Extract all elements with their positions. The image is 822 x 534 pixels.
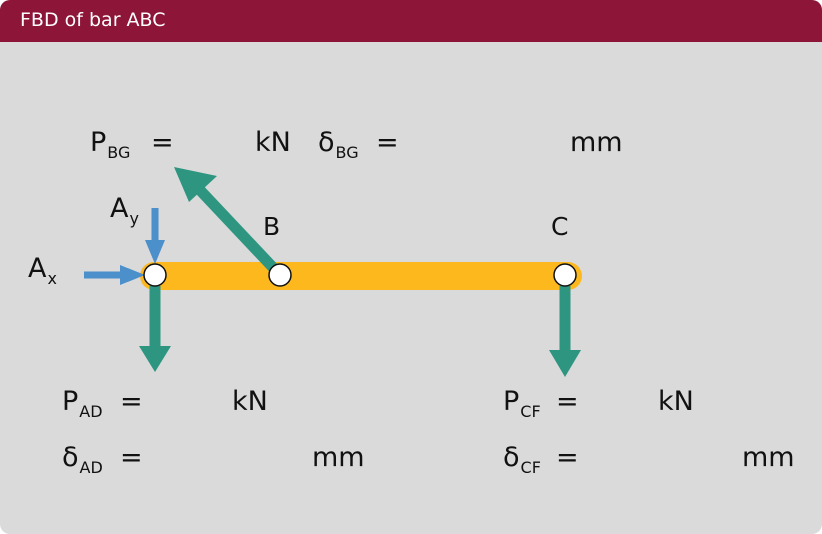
force-bg-arrowhead <box>174 167 217 202</box>
pin-a <box>143 263 167 287</box>
point-label-c: C <box>551 212 569 241</box>
p-cf-equals: = <box>556 386 579 417</box>
delta-cf-equals: = <box>556 442 579 473</box>
delta-bg-unit: mm <box>570 127 623 158</box>
reaction-ax-label: Ax <box>28 253 57 288</box>
force-cf-arrowhead <box>549 350 581 377</box>
p-bg-label: PBG <box>90 127 131 162</box>
reaction-ax-arrowhead <box>120 265 145 285</box>
delta-bg-equals: = <box>376 127 399 158</box>
delta-cf-unit: mm <box>742 442 795 473</box>
reaction-ay-arrowhead <box>145 240 165 264</box>
delta-bg-label: δBG <box>318 127 359 162</box>
p-cf-label: PCF <box>503 386 541 421</box>
force-ad-arrowhead <box>139 346 171 372</box>
pin-c <box>553 263 577 287</box>
delta-ad-label: δAD <box>62 442 103 477</box>
delta-ad-equals: = <box>120 442 143 473</box>
p-bg-unit: kN <box>255 127 291 158</box>
p-cf-unit: kN <box>658 386 694 417</box>
reaction-ay-label: Ay <box>110 193 139 228</box>
force-bg-shaft <box>193 184 285 279</box>
p-ad-equals: = <box>120 386 143 417</box>
p-bg-equals: = <box>151 127 174 158</box>
p-ad-unit: kN <box>232 386 268 417</box>
panel-header: FBD of bar ABC <box>0 0 822 42</box>
panel-title: FBD of bar ABC <box>20 9 166 31</box>
pin-b <box>268 263 292 287</box>
delta-ad-unit: mm <box>312 442 365 473</box>
point-label-b: B <box>263 212 281 241</box>
delta-cf-label: δCF <box>503 442 541 477</box>
bar-abc <box>140 262 582 290</box>
p-ad-label: PAD <box>62 386 103 421</box>
